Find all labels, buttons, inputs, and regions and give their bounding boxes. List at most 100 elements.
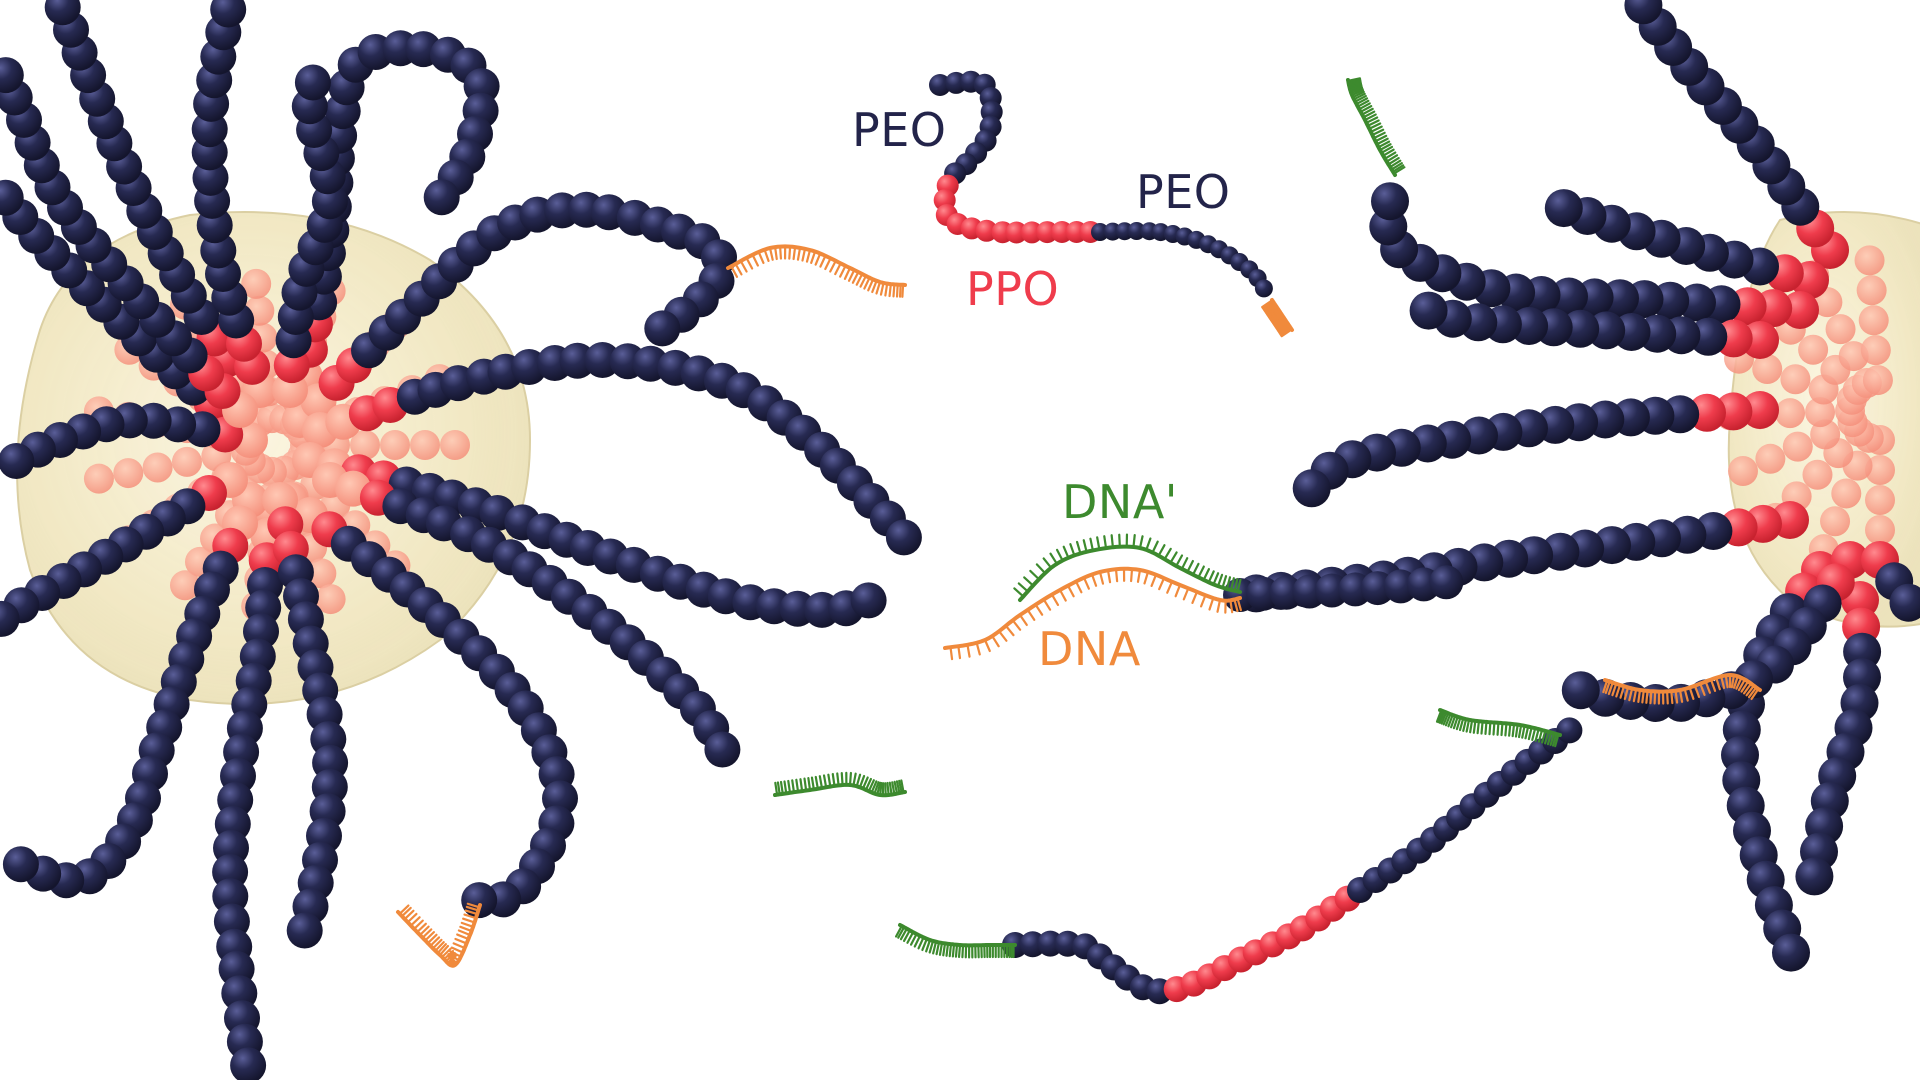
label-ppo: PPO [966,262,1059,316]
dna-prime-strand-left [773,771,907,798]
peo-arm [191,0,278,408]
core-bead [440,430,470,460]
bead [704,731,741,768]
dna-prime-strand-bottom [894,923,1017,959]
bead [975,219,998,242]
dna-strand-hairpin [396,902,482,968]
bead [423,179,460,216]
bead [2,846,39,883]
core-bead [1775,398,1806,429]
core-bead [83,463,114,494]
bead [1544,189,1583,228]
bead [850,582,887,619]
bead [584,342,621,378]
peo-arm [262,482,349,949]
core-bead [1782,431,1813,462]
bead [1020,221,1043,244]
free-chain-bottom-a [1002,885,1361,1005]
dna-prime-strand-hybrid [1013,533,1242,602]
core-bead [306,558,337,589]
free-chain-bottom-b [1347,717,1583,903]
core-bead [1865,515,1895,545]
core-bead [350,430,380,460]
bead [0,600,20,637]
bead [1371,182,1409,221]
peo-arm [1544,189,1829,299]
core-bead [410,430,440,460]
bead [1772,933,1810,972]
peo-arm [0,57,258,428]
core-bead [1805,397,1836,428]
core-bead [1831,478,1862,509]
core-bead [1860,335,1891,366]
peo-arm [1292,391,1779,508]
peo-arm [1369,182,1819,329]
core-bead [315,584,346,615]
micelle-right-ppo-core [1715,245,1895,575]
peo-arm [302,342,922,556]
bridge-chain [1223,565,1464,612]
peo-arm [0,402,268,479]
core-bead [1856,275,1887,306]
core-bead [1865,455,1895,485]
core-bead [380,430,410,460]
bead [885,519,922,556]
bead [1292,469,1331,508]
core-bead [1755,443,1786,474]
dna-strands [396,77,1762,968]
core-bead [1727,456,1758,487]
core-bead [1858,305,1889,336]
peo-arm [272,64,348,408]
bead [1556,717,1583,744]
bead [1561,671,1600,710]
peo-arm [1624,0,1849,269]
peo-arm [292,442,887,628]
dna-strand-top [726,244,907,298]
bead [0,179,24,216]
core-bead [142,452,173,483]
bead [1795,857,1834,896]
bead [1409,291,1448,330]
dna-strand-lower-right [1602,672,1762,705]
core-bead [1798,334,1829,365]
label-dna: DNA [1038,622,1141,676]
core-bead [1752,353,1783,384]
peo-arm [282,191,737,438]
peo-arm [312,462,741,768]
bead [1689,317,1728,356]
bead [1005,221,1028,244]
bead [1688,393,1726,432]
core-bead [1865,485,1895,515]
core-bead [1854,245,1885,276]
core-bead [1862,365,1893,396]
dna-strand-hybrid [943,566,1242,661]
core-bead [113,458,144,489]
label-peo-right: PEO [1136,165,1231,219]
bead [192,159,229,196]
bead [461,882,498,919]
peo-arm [1861,541,1920,622]
core-bead [1802,459,1833,490]
label-peo-top: PEO [852,103,947,157]
dna-strand-tip [1261,298,1294,338]
bead [1091,223,1109,241]
core-bead [1780,364,1811,395]
bead [286,912,323,949]
micelle-left [0,0,922,1080]
bead [1624,0,1663,25]
labels: PEO PEO PPO DNA' DNA [852,103,1231,676]
label-dna-prime: DNA' [1062,475,1178,529]
bead [1254,279,1273,298]
core-bead [1825,314,1856,345]
peo-arm [1795,581,1882,896]
bead [44,0,81,26]
bead [0,443,35,479]
bead [1127,222,1146,240]
bead [1429,565,1464,600]
core-bead [171,446,202,477]
dna-prime-strand-lower [1435,708,1562,748]
core-bead [241,268,272,299]
free-chain-top-b [1091,222,1273,298]
peo-arm [2,482,268,899]
